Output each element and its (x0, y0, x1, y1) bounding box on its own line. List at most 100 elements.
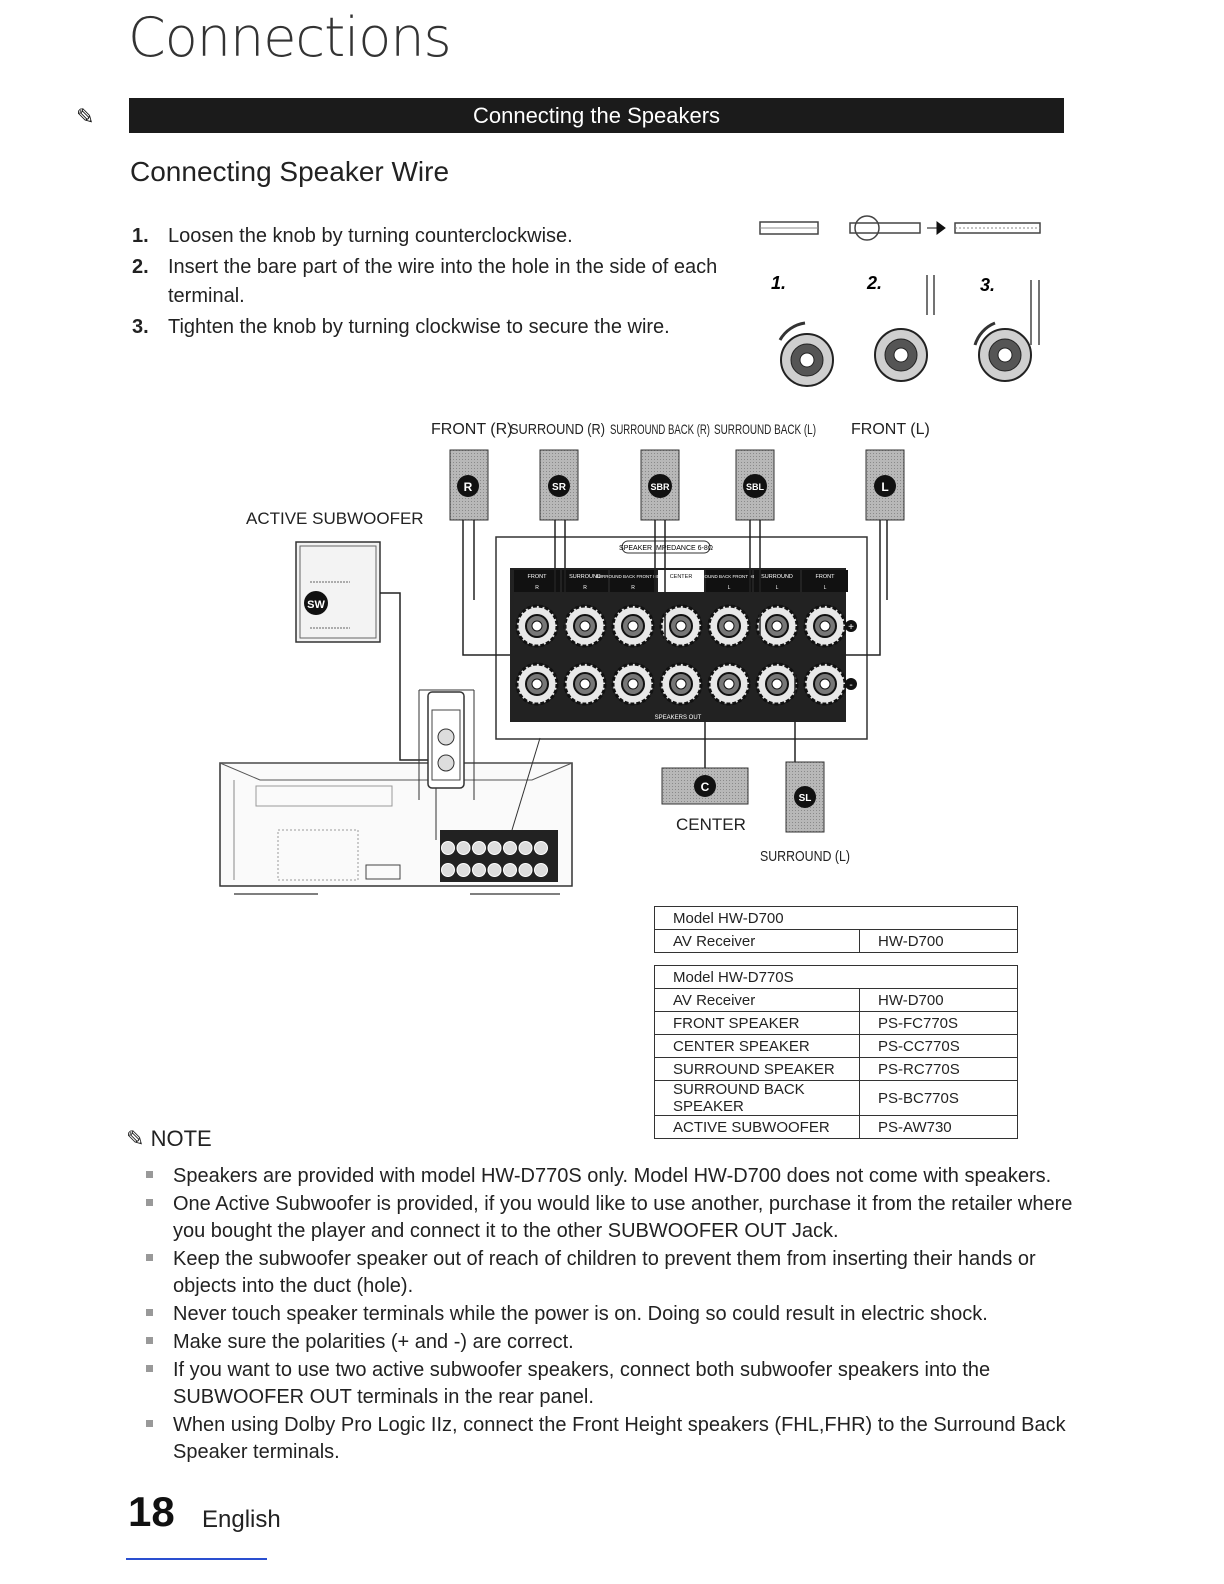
receiver-terminal-icon (503, 841, 517, 855)
wire-illustration (759, 215, 1041, 241)
terminal-side-label: R (583, 585, 587, 591)
table-cell: CENTER SPEAKER (654, 1034, 860, 1058)
table-cell: FRONT SPEAKER (654, 1011, 860, 1035)
page-title: Connections (128, 6, 452, 69)
table-row: CENTER SPEAKER PS-CC770S (654, 1034, 1018, 1058)
note-item: Never touch speaker terminals while the … (146, 1301, 1086, 1328)
terminal-column-header (754, 570, 800, 592)
terminal-knob-icon (778, 321, 834, 387)
receiver-terminal-icon (518, 841, 533, 855)
note-text: Make sure the polarities (+ and -) are c… (173, 1331, 574, 1353)
terminal-knob-hole (675, 620, 687, 632)
badge-sbl: SBL (746, 482, 765, 492)
steps-list: 1. Loosen the knob by turning counterclo… (132, 222, 752, 342)
label-center: CENTER (676, 815, 746, 834)
bullet-icon (146, 1199, 153, 1206)
terminal-column-header (658, 570, 704, 592)
table-cell: AV Receiver (654, 929, 860, 953)
note-item: If you want to use two active subwoofer … (146, 1357, 1086, 1411)
table-title: Model HW-D770S (654, 965, 1018, 989)
step-number: 1. (132, 225, 149, 247)
step-text: Loosen the knob by turning counterclockw… (168, 225, 573, 247)
table-cell: PS-BC770S (859, 1080, 1018, 1116)
pen-mark-icon: ✎ (76, 104, 95, 129)
table-cell: PS-CC770S (859, 1034, 1018, 1058)
step-item: 3. Tighten the knob by turning clockwise… (132, 313, 752, 342)
speakers-out-label: SPEAKERS OUT (655, 715, 702, 721)
terminal-column-header (610, 570, 656, 592)
table-cell: ACTIVE SUBWOOFER (654, 1115, 860, 1139)
badge-r: R (464, 480, 473, 494)
table-cell: HW-D700 (859, 929, 1018, 953)
label-surround-back-l: SURROUND BACK (L) (714, 421, 816, 437)
impedance-label: SPEAKER IMPEDANCE 6-8Ω (619, 545, 713, 552)
bullet-icon (146, 1420, 153, 1427)
speaker-surround-r: SR (539, 449, 579, 521)
table-cell: AV Receiver (654, 988, 860, 1012)
table-row: Model HW-D700 (654, 906, 1018, 930)
note-title: NOTE (150, 1126, 212, 1151)
terminal-knob-hole (819, 678, 831, 690)
receiver-terminal-icon (518, 863, 533, 877)
figure-label-1: 1. (771, 273, 786, 293)
terminal-knob-icon (874, 328, 928, 382)
step-item: 1. Loosen the knob by turning counterclo… (132, 222, 752, 251)
terminal-knob-hole (579, 678, 591, 690)
receiver-terminal-icon (503, 863, 517, 877)
terminal-column-label: CENTER (670, 574, 693, 580)
figure-label-3: 3. (980, 275, 995, 295)
badge-l: L (881, 480, 888, 494)
receiver-terminal-icon (456, 841, 471, 855)
table-row: Model HW-D770S (654, 965, 1018, 989)
note-item: One Active Subwoofer is provided, if you… (146, 1191, 1086, 1245)
label-front-r: FRONT (R) (431, 421, 512, 438)
table-cell: PS-AW730 (859, 1115, 1018, 1139)
receiver-terminal-icon (534, 841, 548, 855)
terminal-column-label: SURROUND BACK FRONT HEIGHT (596, 574, 671, 579)
speaker-wires (380, 520, 888, 770)
terminal-side-label: L (824, 585, 827, 591)
terminal-knob-hole (771, 620, 783, 632)
table-cell: HW-D700 (859, 988, 1018, 1012)
note-item: Speakers are provided with model HW-D770… (146, 1163, 1086, 1190)
section-banner: Connecting the Speakers (129, 98, 1064, 133)
wire-connection-figure: 1. 2. 3. (759, 215, 1041, 387)
table-cell: PS-FC770S (859, 1011, 1018, 1035)
terminal-side-label: L (776, 585, 779, 591)
terminal-column-header (562, 570, 608, 592)
terminal-knob-hole (627, 620, 639, 632)
label-surround-r: SURROUND (R) (510, 421, 605, 438)
footer-divider (126, 1558, 267, 1560)
page-language: English (202, 1506, 281, 1533)
table-cell: PS-RC770S (859, 1057, 1018, 1081)
bullet-icon (146, 1309, 153, 1316)
receiver-terminal-icon (441, 841, 455, 855)
speaker-terminal-panel: SPEAKER IMPEDANCE 6-8Ω FRONTRSURROUNDRSU… (495, 536, 868, 740)
note-text: Speakers are provided with model HW-D770… (173, 1165, 1052, 1187)
terminal-column-label: SURROUND (761, 574, 793, 580)
subsection-title: Connecting Speaker Wire (130, 156, 450, 187)
receiver-terminal-icon (456, 863, 471, 877)
av-receiver-rear (219, 689, 573, 895)
terminal-knob-hole (579, 620, 591, 632)
note-list: Speakers are provided with model HW-D770… (146, 1163, 1086, 1467)
receiver-terminal-icon (487, 863, 502, 877)
note-text: If you want to use two active subwoofer … (173, 1359, 991, 1408)
terminal-column-header (802, 570, 848, 592)
terminal-knob-hole (723, 620, 735, 632)
label-surround-back-r: SURROUND BACK (R) (610, 421, 710, 437)
receiver-terminal-icon (472, 841, 486, 855)
step-text: Tighten the knob by turning clockwise to… (168, 316, 670, 338)
note-text: Never touch speaker terminals while the … (173, 1303, 988, 1325)
bullet-icon (146, 1365, 153, 1372)
table-cell: SURROUND BACK SPEAKER (654, 1080, 860, 1116)
table-row: FRONT SPEAKER PS-FC770S (654, 1011, 1018, 1035)
note-item: Keep the subwoofer speaker out of reach … (146, 1246, 1086, 1300)
badge-sw: SW (307, 599, 325, 611)
speaker-wiring-diagram: FRONT (R) SURROUND (R) SURROUND BACK (R)… (219, 421, 930, 895)
step-number: 2. (132, 256, 149, 278)
spec-table-hw-d700: Model HW-D700 AV Receiver HW-D700 (654, 906, 1018, 953)
step-text: Insert the bare part of the wire into th… (168, 256, 718, 307)
note-heading: ✎ NOTE (126, 1126, 212, 1152)
badge-c: C (701, 780, 710, 794)
